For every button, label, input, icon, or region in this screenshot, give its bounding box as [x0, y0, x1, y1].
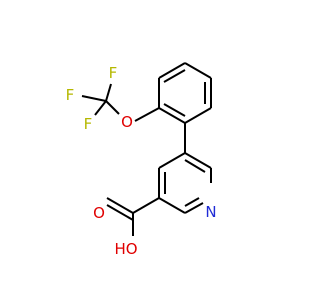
pyridine-nitrogen-label: N: [205, 203, 216, 221]
bond-layer: [81, 62, 212, 236]
bond-c-f-bottom: [94, 100, 107, 116]
bond-oxygen-cf3: [105, 100, 120, 115]
bond-aryl-oxygen: [134, 107, 160, 122]
bond-c-f-top: [105, 83, 112, 102]
carbonyl-oxygen-label: O: [93, 204, 105, 222]
hydroxyl-label: HO: [114, 240, 137, 258]
chemical-structure-diagram: F F F O N O HO: [66, 62, 217, 258]
bond-carbonyl-b: [106, 204, 134, 221]
bond-phenyl-inner-3: [163, 103, 186, 117]
fluorine-top-label: F: [109, 64, 118, 82]
bond-c-f-left: [81, 95, 107, 102]
atom-label-layer: F F F O N O HO: [66, 64, 217, 258]
bond-carbonyl-a: [106, 197, 134, 214]
bond-phenyl-5: [158, 107, 186, 124]
bond-phenyl-inner-1: [163, 69, 186, 83]
bond-ring-carboxyl: [132, 197, 160, 214]
bond-pyridine-inner-2: [184, 197, 200, 207]
fluorine-left-label: F: [66, 86, 75, 104]
fluorine-bottom-label: F: [84, 115, 93, 133]
bond-phenyl-2: [184, 62, 212, 79]
bond-pyridine-inner-3: [184, 159, 206, 173]
bond-pyridine-1: [158, 152, 186, 169]
bond-phenyl-1: [158, 62, 186, 79]
bond-pyridine-3: [158, 197, 186, 214]
ether-oxygen-label: O: [121, 113, 133, 131]
bond-pyridine-6: [184, 152, 212, 169]
bond-phenyl-4: [184, 107, 212, 124]
bond-pyridine-4: [184, 202, 204, 214]
